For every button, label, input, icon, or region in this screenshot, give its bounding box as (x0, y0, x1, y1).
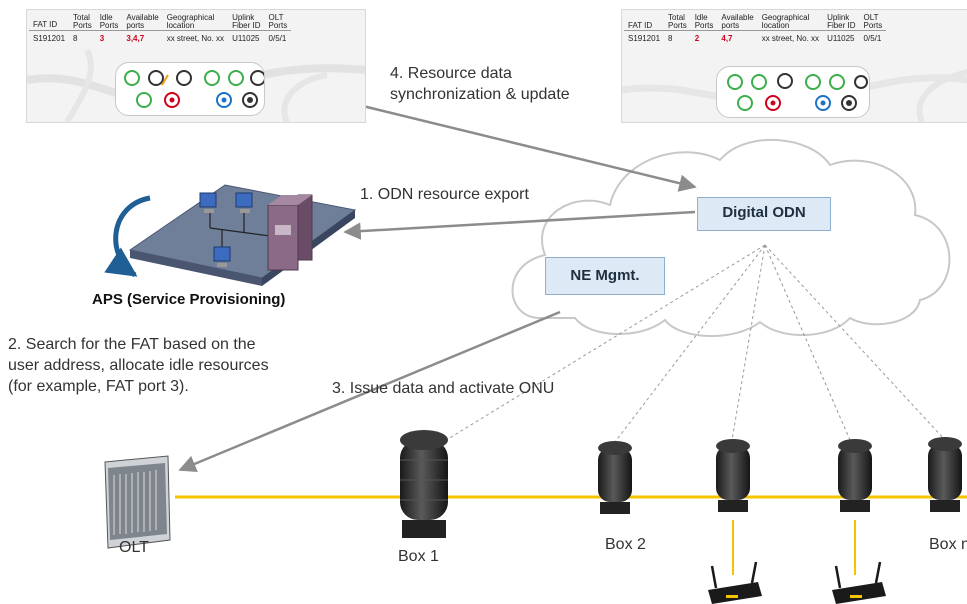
cell-olt-port: 0/5/1 (268, 34, 287, 43)
col-location-label: Geographical location (166, 13, 215, 30)
col-available-ports: Available ports (717, 13, 758, 31)
col-location-label: Geographical location (761, 13, 810, 30)
fat-table-right: FAT ID Total Ports Idle Ports Available … (624, 13, 887, 43)
cell-fat-id: S191201 (628, 34, 661, 43)
col-fiber-id: Uplink Fiber ID (823, 13, 860, 31)
ne-mgmt-node: NE Mgmt. (545, 257, 665, 295)
splice-box-4-icon (838, 439, 872, 512)
aps-network-icon (104, 184, 357, 286)
box-1-label: Box 1 (398, 548, 439, 565)
arrow-step1 (343, 210, 696, 240)
col-idle-ports-label: Idle Ports (99, 13, 119, 30)
col-total-ports-label: Total Ports (73, 13, 92, 30)
col-idle-ports: Idle Ports (690, 13, 718, 31)
col-fiber-id-label: Uplink Fiber ID (232, 13, 261, 30)
olt-device-icon (104, 455, 171, 549)
management-links (429, 244, 946, 451)
col-fiber-id: Uplink Fiber ID (228, 13, 265, 31)
cell-total: 8 (668, 34, 673, 43)
col-location: Geographical location (162, 13, 229, 31)
col-olt-ports: OLT Ports (264, 13, 292, 31)
splice-box-3-icon (716, 439, 750, 512)
cell-idle: 2 (694, 34, 700, 43)
cell-fiber: U11025 (827, 34, 855, 43)
cell-location: xx street, No. xx (166, 34, 225, 43)
step-4-line-2: synchronization & update (390, 86, 570, 103)
onu-router-icon (832, 561, 886, 604)
cell-fat-id: S191201 (33, 34, 66, 43)
cell-total: 8 (73, 34, 78, 43)
fat-table-left: FAT ID Total Ports Idle Ports Available … (29, 13, 292, 43)
arrow-step4 (329, 96, 697, 192)
box-2-label: Box 2 (605, 536, 646, 553)
box-n-label: Box n (929, 536, 967, 553)
step-2-label: 2. Search for the FAT based on the user … (8, 334, 269, 397)
col-fat-id: FAT ID (29, 14, 70, 31)
olt-label: OLT (119, 539, 149, 556)
splice-box-n-icon (928, 437, 962, 512)
step-4-line-1: 4. Resource data (390, 65, 512, 82)
col-available-ports: Available ports (122, 13, 163, 31)
step-2-line-2: user address, allocate idle resources (8, 357, 269, 374)
col-olt-ports-label: OLT Ports (268, 13, 288, 30)
port-status-panel-right (716, 66, 870, 118)
fat-info-panel-left: FAT ID Total Ports Idle Ports Available … (26, 9, 366, 123)
port-icons-left (124, 70, 266, 108)
port-icons-right (727, 73, 868, 111)
arrow-step3 (178, 310, 561, 473)
cell-available: 4,7 (721, 34, 733, 43)
col-fiber-id-label: Uplink Fiber ID (827, 13, 856, 30)
col-available-ports-label: Available ports (721, 13, 754, 30)
col-idle-ports-label: Idle Ports (694, 13, 714, 30)
digital-odn-node: Digital ODN (697, 197, 831, 231)
col-location: Geographical location (757, 13, 824, 31)
step-1-label: 1. ODN resource export (360, 186, 529, 203)
fat-info-panel-right: FAT ID Total Ports Idle Ports Available … (621, 9, 967, 123)
table-row: S191201 8 3 3,4,7 xx street, No. xx U110… (29, 31, 291, 43)
cell-idle: 3 (99, 34, 105, 43)
col-total-ports: Total Ports (664, 14, 691, 31)
col-total-ports: Total Ports (69, 14, 96, 31)
step-2-line-3: (for example, FAT port 3). (8, 378, 189, 395)
step-2-line-1: 2. Search for the FAT based on the (8, 336, 256, 353)
splice-box-1-icon (400, 430, 448, 538)
port-status-panel-left (115, 62, 266, 116)
table-row: S191201 8 2 4,7 xx street, No. xx U11025… (624, 31, 886, 43)
cell-location: xx street, No. xx (761, 34, 820, 43)
aps-label: APS (Service Provisioning) (92, 291, 286, 308)
onu-router-icon (708, 561, 762, 604)
cell-fiber: U11025 (232, 34, 260, 43)
col-idle-ports: Idle Ports (95, 13, 123, 31)
col-available-ports-label: Available ports (126, 13, 159, 30)
splice-box-2-icon (598, 441, 632, 514)
col-olt-ports-label: OLT Ports (863, 13, 883, 30)
col-fat-id: FAT ID (624, 14, 665, 31)
cell-olt-port: 0/5/1 (863, 34, 882, 43)
step-3-label: 3. Issue data and activate ONU (332, 380, 555, 397)
cloud-shape (511, 139, 951, 338)
col-total-ports-label: Total Ports (668, 13, 687, 30)
cell-available: 3,4,7 (126, 34, 145, 43)
col-olt-ports: OLT Ports (859, 13, 887, 31)
step-4-label: 4. Resource data synchronization & updat… (390, 63, 570, 105)
